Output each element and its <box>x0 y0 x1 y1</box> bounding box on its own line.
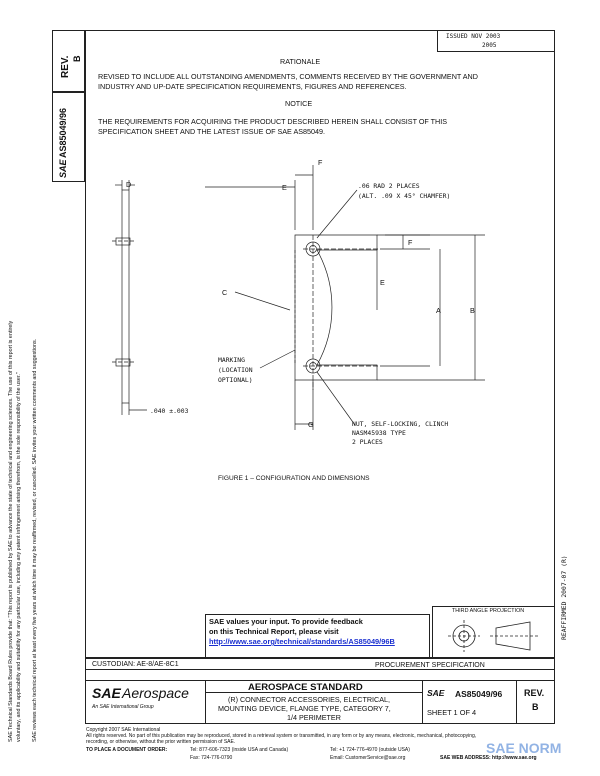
sidebar-rev-value: B <box>72 55 82 63</box>
title-divider-std <box>205 692 422 693</box>
title-divider-mid <box>85 680 555 681</box>
rev-box <box>52 30 85 92</box>
disclaimer-line-3: SAE reviews each technical report at lea… <box>32 338 38 742</box>
front-view-outline <box>294 234 378 381</box>
configuration-drawing <box>112 165 485 430</box>
figure-caption: FIGURE 1 – CONFIGURATION AND DIMENSIONS <box>218 475 370 482</box>
label-f-side: F <box>408 238 413 247</box>
notice-text-2: SPECIFICATION SHEET AND THE LATEST ISSUE… <box>98 127 326 136</box>
label-c: C <box>222 288 228 297</box>
title-block <box>85 658 555 724</box>
feedback-box <box>205 614 430 658</box>
note-radius-2: (ALT. .09 X 45° CHAMFER) <box>358 192 451 200</box>
note-nut-2: NASM45938 TYPE <box>352 429 406 437</box>
label-f-top: F <box>318 158 323 167</box>
footer-tel-1: Tel: 877-606-7323 (inside USA and Canada… <box>190 747 289 753</box>
footer-order-label: TO PLACE A DOCUMENT ORDER: <box>86 747 168 753</box>
label-a: A <box>436 306 441 315</box>
feedback-line-2: on this Technical Report, please visit <box>209 627 339 636</box>
custodian-text: CUSTODIAN: AE-8/AE-8C1 <box>92 661 179 668</box>
footer-tel-2: Tel: +1 724-776-4970 (outside USA) <box>330 747 410 753</box>
side-view-nut-bottom <box>115 358 131 367</box>
standard-title: AEROSPACE STANDARD <box>248 682 363 693</box>
label-d: D <box>126 180 132 189</box>
procurement-text: PROCUREMENT SPECIFICATION <box>375 662 485 669</box>
footer-email: Email: CustomerService@sae.org <box>330 755 406 761</box>
feedback-line-1: SAE values your input. To provide feedba… <box>209 617 363 626</box>
rationale-text-2: INDUSTRY AND UP-DATE SPECIFICATION REQUI… <box>98 82 407 91</box>
issued-box <box>437 30 555 52</box>
note-nut-1: NUT, SELF-LOCKING, CLINCH <box>352 420 449 428</box>
rationale-text-1: REVISED TO INCLUDE ALL OUTSTANDING AMEND… <box>98 72 478 81</box>
title-divider-col1 <box>205 680 206 724</box>
watermark-text: SAE NORM <box>486 740 562 756</box>
title-divider-col3 <box>516 680 517 724</box>
rationale-heading: RATIONALE <box>280 57 321 66</box>
thickness-dim: .040 ±.003 <box>150 407 189 415</box>
footer-rights-2: recording, or otherwise, without the pri… <box>86 739 236 745</box>
title-divider-col2 <box>422 680 423 724</box>
projection-label: THIRD ANGLE PROJECTION <box>452 608 525 614</box>
notice-text-1: THE REQUIREMENTS FOR ACQUIRING THE PRODU… <box>98 117 448 126</box>
title-doc-number: AS85049/96 <box>455 689 503 699</box>
note-marking-1: MARKING <box>218 356 245 364</box>
note-radius-1: .06 RAD 2 PLACES <box>358 182 420 190</box>
doc-number-box <box>52 92 85 182</box>
right-margin-note: REAFFIRMED 2007-07 (R) <box>560 555 568 640</box>
label-b: B <box>470 306 475 315</box>
notice-heading: NOTICE <box>285 99 313 108</box>
label-g: G <box>308 420 314 429</box>
side-view-nut-top <box>115 237 131 246</box>
logo-aerospace: Aerospace <box>122 685 189 701</box>
projection-symbol <box>448 620 538 652</box>
sidebar-doc-number: AS85049/96 <box>58 107 68 158</box>
footer-rights: All rights reserved. No part of this pub… <box>86 733 477 739</box>
sheet-number: SHEET 1 OF 4 <box>427 708 477 717</box>
label-e: E <box>282 183 287 192</box>
side-view-plate <box>121 189 130 404</box>
feedback-link[interactable]: http://www.sae.org/technical/standards/A… <box>209 637 395 646</box>
footer-fax-1: Fax: 724-776-0790 <box>190 755 233 761</box>
note-marking-2: (LOCATION <box>218 366 253 374</box>
description-line-2: MOUNTING DEVICE, FLANGE TYPE, CATEGORY 7… <box>218 704 391 713</box>
description-line-1: (R) CONNECTOR ACCESSORIES, ELECTRICAL, <box>228 695 391 704</box>
sidebar-sae-mark: SAE <box>58 159 68 178</box>
label-e-side: E <box>380 278 385 287</box>
sidebar-rev-label: REV. <box>60 55 71 78</box>
issued-line-1: ISSUED NOV 2003 <box>446 33 501 40</box>
note-marking-3: OPTIONAL) <box>218 376 253 384</box>
disclaimer-line-1: SAE Technical Standards Board Rules prov… <box>8 320 14 742</box>
title-rev-label: REV. <box>524 688 545 698</box>
disclaimer-line-2: voluntary, and its applicability and sui… <box>16 372 22 742</box>
footer-web: SAE WEB ADDRESS: http://www.sae.org <box>440 755 537 761</box>
issued-line-2: 2005 <box>482 42 497 49</box>
small-sae-logo: SAE <box>427 688 445 698</box>
description-line-3: 1/4 PERIMETER <box>287 713 341 722</box>
logo-subtitle: An SAE International Group <box>92 704 154 710</box>
footer-copyright: Copyright 2007 SAE International <box>86 727 161 733</box>
title-divider-top <box>85 669 555 670</box>
note-nut-3: 2 PLACES <box>352 438 383 446</box>
logo-sae: SAE <box>92 685 121 701</box>
title-rev-value: B <box>532 702 539 712</box>
projection-box <box>432 606 555 658</box>
